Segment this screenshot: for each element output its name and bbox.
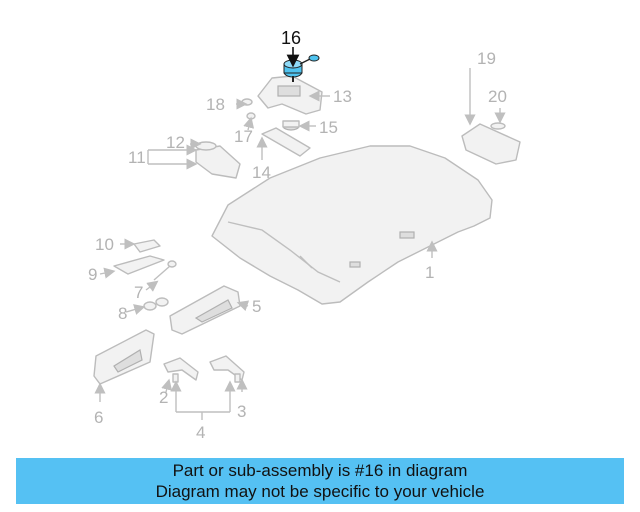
callout-5: 5 — [252, 297, 261, 316]
callout-18: 18 — [206, 95, 225, 114]
overhead-console-part — [257, 75, 323, 115]
callout-19: 19 — [477, 49, 496, 68]
info-banner: Part or sub-assembly is #16 in diagram D… — [16, 458, 624, 504]
callout-8: 8 — [118, 304, 127, 323]
callout-6: 6 — [94, 408, 103, 427]
sun-visors-5-6 — [93, 285, 241, 385]
visor-parts-7-10 — [113, 239, 177, 311]
callout-1: 1 — [425, 263, 434, 282]
dome-lamp-19-20 — [461, 122, 521, 165]
parts-diagram: 16 13 15 18 17 14 11 12 19 20 1 10 9 7 8… — [88, 28, 521, 442]
callout-16: 16 — [281, 28, 301, 48]
callout-14: 14 — [252, 163, 271, 182]
callout-12: 12 — [166, 133, 185, 152]
callout-2: 2 — [159, 388, 168, 407]
callout-17: 17 — [234, 127, 253, 146]
callout-3: 3 — [237, 402, 246, 421]
banner-line-part-number: Part or sub-assembly is #16 in diagram — [172, 461, 468, 480]
callout-labels: 16 13 15 18 17 14 11 12 19 20 1 10 9 7 8… — [88, 28, 507, 442]
callout-4: 4 — [196, 423, 205, 442]
lamp-assembly-11-12 — [195, 141, 241, 179]
leader-lines — [94, 47, 506, 420]
assist-grips-2-3 — [163, 355, 245, 383]
callout-7: 7 — [134, 283, 143, 302]
callout-20: 20 — [488, 87, 507, 106]
headliner-part — [211, 145, 493, 305]
callout-15: 15 — [319, 118, 338, 137]
callout-13: 13 — [333, 87, 352, 106]
banner-line-disclaimer: Diagram may not be specific to your vehi… — [155, 482, 485, 501]
callout-9: 9 — [88, 265, 97, 284]
callout-11: 11 — [128, 148, 146, 167]
callout-10: 10 — [95, 235, 114, 254]
